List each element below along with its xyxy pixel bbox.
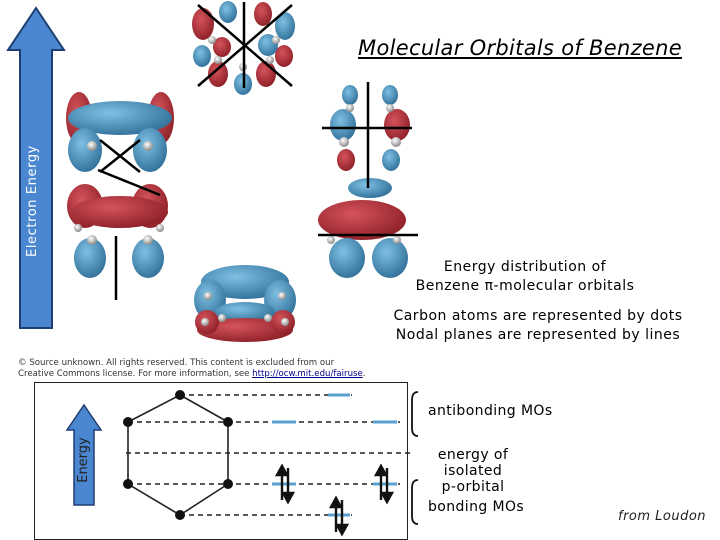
copyright-line-1: © Source unknown. All rights reserved. T…	[18, 358, 398, 369]
antibonding-label: antibonding MOs	[428, 403, 553, 419]
copyright-end: .	[363, 369, 366, 379]
orbital-left	[66, 92, 174, 300]
description-line-4: Nodal planes are represented by lines	[392, 326, 684, 345]
energy-label: Energy	[76, 420, 92, 500]
copyright-notice: © Source unknown. All rights reserved. T…	[18, 358, 398, 380]
source-credit: from Loudon	[618, 509, 706, 524]
orbital-bottom	[194, 265, 296, 342]
antibonding-bracket	[412, 392, 418, 436]
description-line-3: Carbon atoms are represented by dots	[392, 307, 684, 326]
description-line-2: Benzene π-molecular orbitals	[415, 277, 635, 296]
orbital-right	[318, 82, 418, 278]
isolated-p-orbital-label: energy of isolated p-orbital	[408, 447, 538, 495]
description-line-1: Energy distribution of	[415, 258, 635, 277]
copyright-text: Creative Commons license. For more infor…	[18, 369, 252, 379]
orbital-top	[192, 1, 295, 95]
isolated-label-line-1: energy of isolated	[408, 447, 538, 479]
copyright-line-2: Creative Commons license. For more infor…	[18, 369, 398, 380]
bonding-label: bonding MOs	[428, 499, 524, 515]
description-block-2: Carbon atoms are represented by dots Nod…	[392, 307, 684, 345]
page-title: Molecular Orbitals of Benzene	[350, 36, 690, 60]
isolated-label-line-2: p-orbital	[408, 479, 538, 495]
description-block-1: Energy distribution of Benzene π-molecul…	[415, 258, 635, 296]
fairuse-link[interactable]: http://ocw.mit.edu/fairuse	[252, 369, 363, 379]
